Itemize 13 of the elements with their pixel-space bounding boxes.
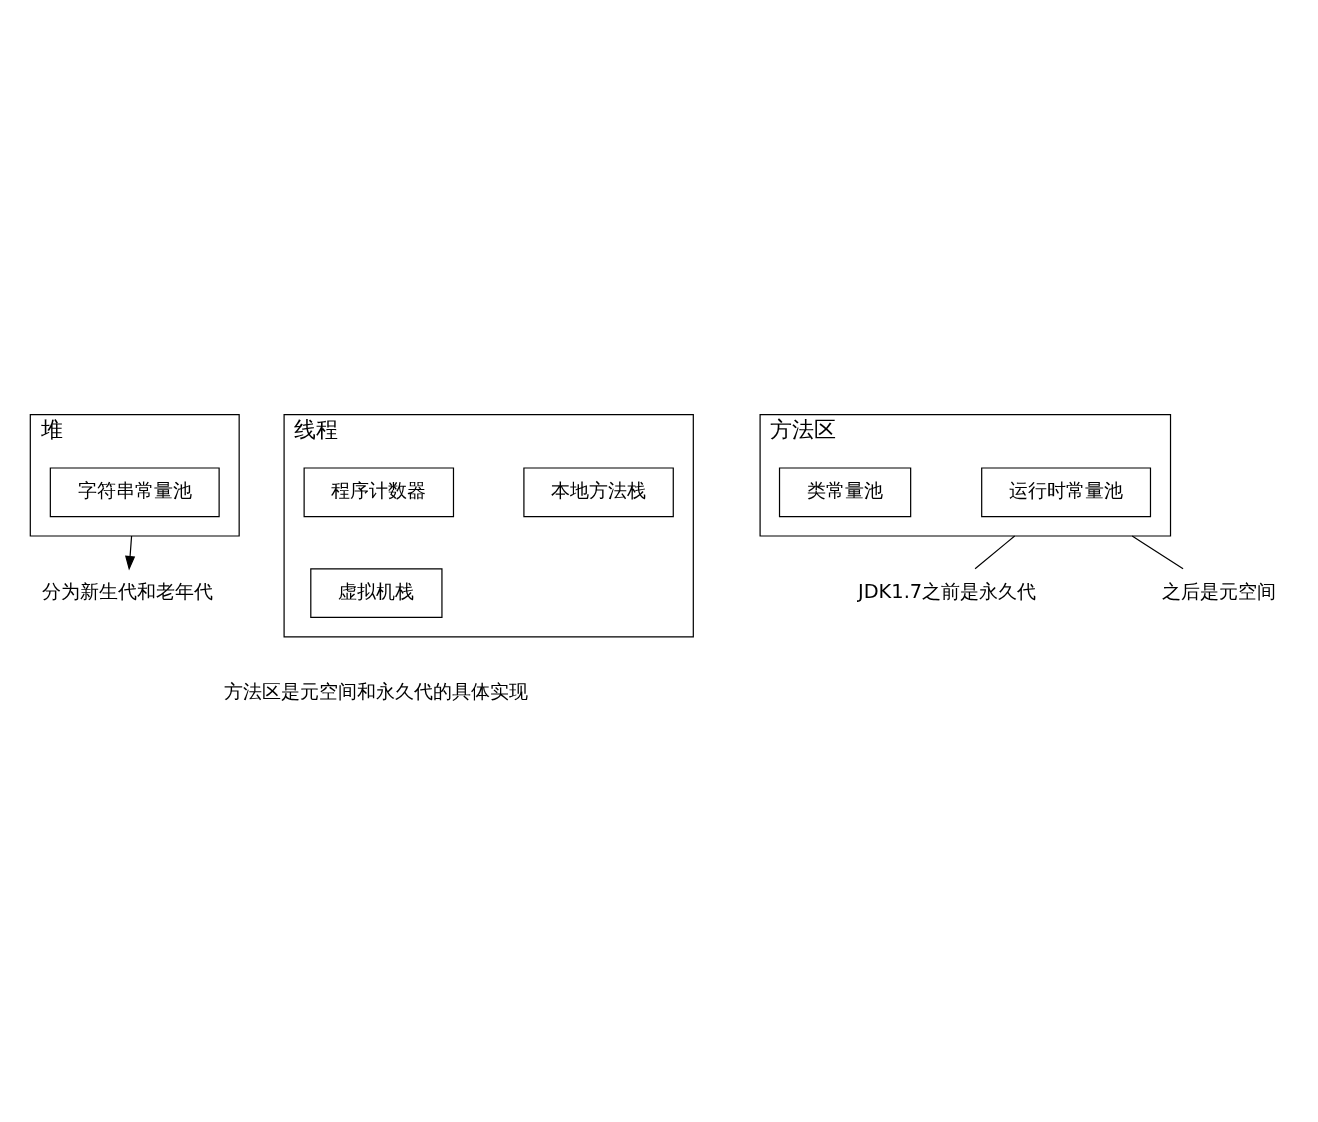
node-box: 程序计数器 (303, 466, 455, 517)
arrow (125, 534, 136, 571)
node-box: 运行时常量池 (981, 466, 1152, 517)
connector (1131, 534, 1184, 569)
node-box: 虚拟机栈 (310, 567, 443, 618)
node-text: 分为新生代和老年代 (41, 579, 213, 603)
node-text: 之后是元空间 (1162, 579, 1277, 603)
label: 方法区是元空间和永久代的具体实现 (224, 679, 529, 703)
connector (974, 534, 1016, 569)
node-box: 本地方法栈 (523, 466, 674, 517)
node-box: 字符串常量池 (49, 466, 220, 517)
node-box: 类常量池 (778, 466, 912, 517)
node-text: JDK1.7之前是永久代 (857, 579, 1037, 603)
